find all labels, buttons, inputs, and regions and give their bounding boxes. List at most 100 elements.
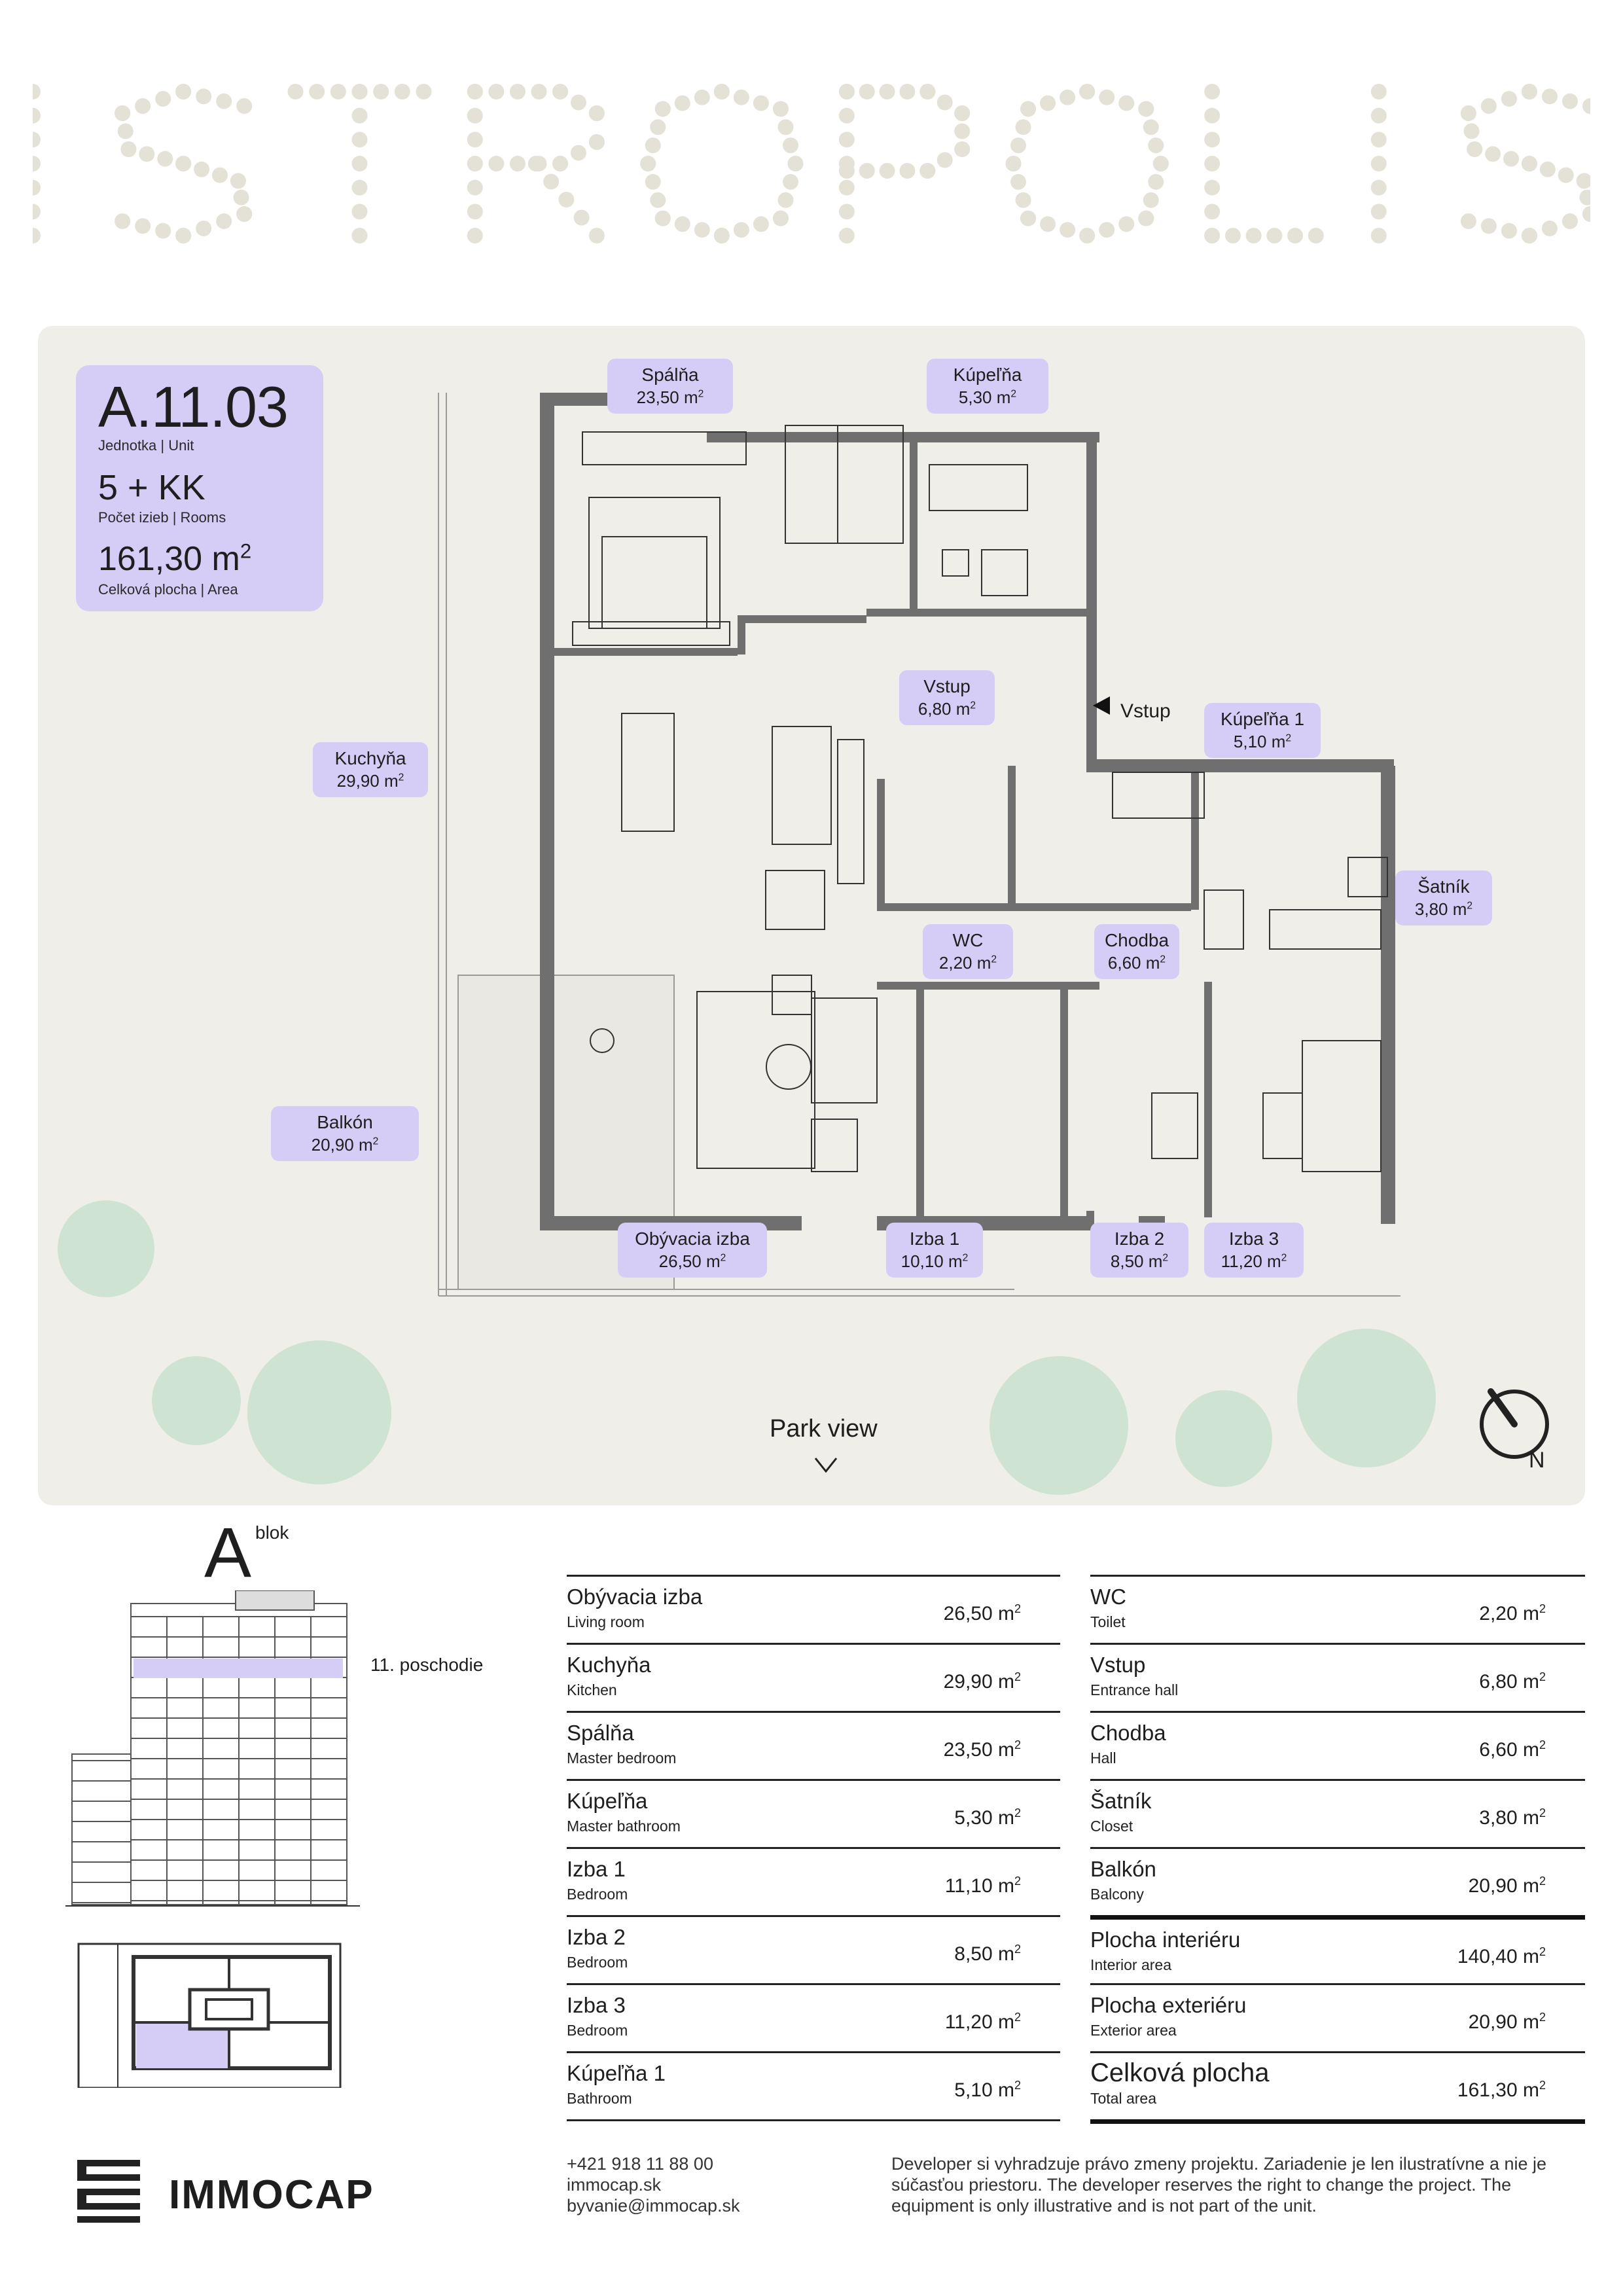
row-sublabel: Total area	[1090, 2090, 1157, 2107]
istropolis-logo	[33, 84, 1590, 243]
row-sublabel: Bedroom	[567, 1886, 628, 1903]
row-sublabel: Toilet	[1090, 1613, 1126, 1630]
row-sublabel: Closet	[1090, 1818, 1133, 1835]
tree-icon	[990, 1356, 1128, 1495]
row-value: 26,50 m2	[943, 1602, 1021, 1624]
row-sublabel: Exterior area	[1090, 2022, 1177, 2039]
row-label: Spálňa	[567, 1721, 634, 1745]
row-value: 11,20 m2	[944, 2011, 1021, 2033]
row-value: 2,20 m2	[1479, 1602, 1546, 1624]
row-value: 11,10 m2	[944, 1874, 1021, 1897]
tree-icon	[247, 1340, 391, 1484]
table-row: Izba 1 Bedroom 11,10 m2	[567, 1847, 1060, 1917]
row-value: 140,40 m2	[1457, 1945, 1546, 1967]
tree-icon	[58, 1200, 154, 1297]
row-label: Obývacia izba	[567, 1585, 703, 1609]
north-label: N	[1529, 1448, 1545, 1473]
row-sublabel: Living room	[567, 1613, 645, 1630]
row-value: 5,30 m2	[954, 1806, 1021, 1829]
contact-web[interactable]: immocap.sk	[567, 2175, 662, 2195]
immocap-logo-icon	[77, 2160, 140, 2223]
row-label: Chodba	[1090, 1721, 1166, 1745]
row-value: 3,80 m2	[1479, 1806, 1546, 1829]
contact-block: +421 918 11 88 00 immocap.sk byvanie@imm…	[567, 2153, 740, 2216]
row-label: Plocha interiéru	[1090, 1928, 1241, 1952]
disclaimer: Developer si vyhradzuje právo zmeny proj…	[891, 2154, 1547, 2215]
row-label: Izba 1	[567, 1857, 626, 1881]
table-row: WC Toilet 2,20 m2	[1090, 1575, 1585, 1645]
row-sublabel: Entrance hall	[1090, 1681, 1179, 1698]
unit-area-label: Celková plocha | Area	[98, 581, 238, 598]
row-label: WC	[1090, 1585, 1126, 1609]
floor-label: 11. poschodie	[370, 1655, 484, 1675]
row-value: 29,90 m2	[943, 1670, 1021, 1693]
row-label: Izba 2	[567, 1925, 626, 1949]
floor-plan-drawing	[438, 393, 1400, 1297]
row-sublabel: Hall	[1090, 1749, 1116, 1767]
row-label: Kúpeľňa 1	[567, 2061, 666, 2085]
entrance-marker-label: Vstup	[1120, 700, 1171, 722]
trees-decoration	[58, 1200, 1549, 1495]
row-value: 8,50 m2	[954, 1943, 1021, 1965]
contact-phone[interactable]: +421 918 11 88 00	[567, 2154, 713, 2174]
row-sublabel: Bathroom	[567, 2090, 632, 2107]
unit-area: 161,30 m2	[98, 539, 252, 578]
highlighted-floor	[134, 1659, 343, 1678]
unit-code-label: Jednotka | Unit	[98, 437, 194, 454]
unit-code: A.11.03	[98, 374, 289, 439]
row-label: Kúpeľňa	[567, 1789, 648, 1813]
tree-icon	[1297, 1329, 1436, 1467]
row-sublabel: Balcony	[1090, 1886, 1144, 1903]
entrance-arrow-icon	[1093, 696, 1110, 715]
unit-rooms-label: Počet izieb | Rooms	[98, 509, 226, 526]
table-row: Kúpeľňa 1 Bathroom 5,10 m2	[567, 2051, 1060, 2121]
row-label: Plocha exteriéru	[1090, 1993, 1247, 2017]
contact-email[interactable]: byvanie@immocap.sk	[567, 2196, 740, 2215]
unit-card: A.11.03 Jednotka | Unit 5 + KK Počet izi…	[76, 365, 323, 611]
row-value: 6,60 m2	[1479, 1738, 1546, 1761]
row-sublabel: Master bathroom	[567, 1818, 681, 1835]
row-label: Vstup	[1090, 1653, 1146, 1677]
tree-icon	[1175, 1390, 1272, 1487]
row-label: Izba 3	[567, 1993, 626, 2017]
row-label: Balkón	[1090, 1857, 1156, 1881]
row-sublabel: Bedroom	[567, 2022, 628, 2039]
row-label: Šatník	[1090, 1789, 1152, 1813]
row-label: Kuchyňa	[567, 1653, 651, 1677]
row-sublabel: Master bedroom	[567, 1749, 677, 1767]
row-sublabel: Interior area	[1090, 1956, 1172, 1973]
company-name: IMMOCAP	[169, 2172, 374, 2217]
block-word: blok	[255, 1522, 289, 1543]
building-elevation	[65, 1590, 360, 2088]
unit-rooms: 5 + KK	[98, 468, 205, 507]
row-label: Celková plocha	[1090, 2058, 1270, 2087]
row-value: 161,30 m2	[1457, 2079, 1546, 2101]
row-value: 5,10 m2	[954, 2079, 1021, 2101]
chevron-down-icon	[814, 1458, 838, 1473]
row-value: 6,80 m2	[1479, 1670, 1546, 1693]
